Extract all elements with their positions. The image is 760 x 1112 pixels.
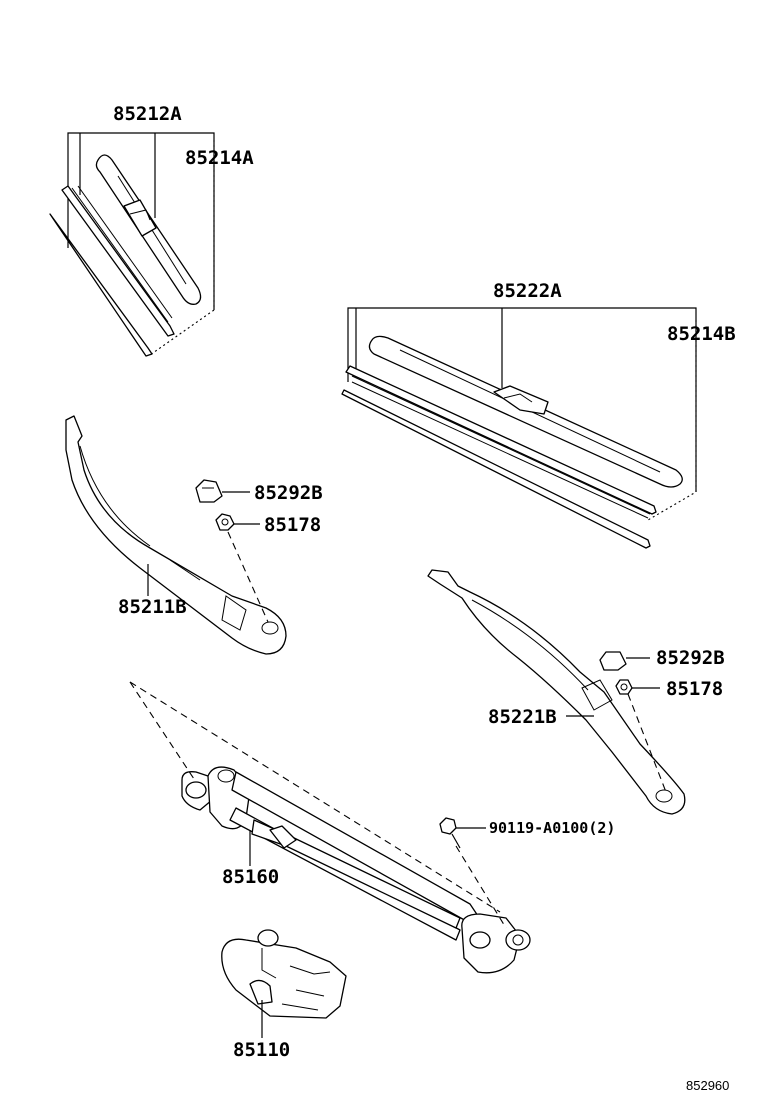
right-blade-body <box>345 365 657 515</box>
label-85292B-left: 85292B <box>254 482 323 504</box>
label-85160: 85160 <box>222 866 279 888</box>
wiper-motor <box>221 929 347 1019</box>
left-arm-cap <box>195 479 223 503</box>
label-85222A: 85222A <box>493 280 562 302</box>
left-blade-rubber <box>49 213 153 357</box>
left-wiper-blade-assembly <box>49 132 215 357</box>
label-85110: 85110 <box>233 1039 290 1061</box>
figure-code: 852960 <box>686 1078 729 1093</box>
label-85214B: 85214B <box>667 323 736 345</box>
left-wiper-arm <box>65 415 287 655</box>
right-blade-frame <box>368 335 683 488</box>
left-arm-nut <box>215 513 235 531</box>
right-wiper-arm <box>427 569 686 815</box>
right-wiper-blade-assembly <box>341 307 697 549</box>
label-85178-left: 85178 <box>264 514 321 536</box>
right-arm-nut <box>615 679 633 695</box>
label-85292B-right: 85292B <box>656 647 725 669</box>
label-85221B: 85221B <box>488 706 557 728</box>
left-blade-body <box>61 185 175 337</box>
label-85212A: 85212A <box>113 103 182 125</box>
bolt <box>439 817 461 849</box>
label-85211B: 85211B <box>118 596 187 618</box>
label-85178-right: 85178 <box>666 678 723 700</box>
right-blade-rubber <box>341 389 651 549</box>
label-85214A: 85214A <box>185 147 254 169</box>
label-90119-A0100: 90119-A0100(2) <box>489 819 615 837</box>
wiper-link-assembly <box>181 766 531 974</box>
right-arm-cap <box>599 651 627 671</box>
